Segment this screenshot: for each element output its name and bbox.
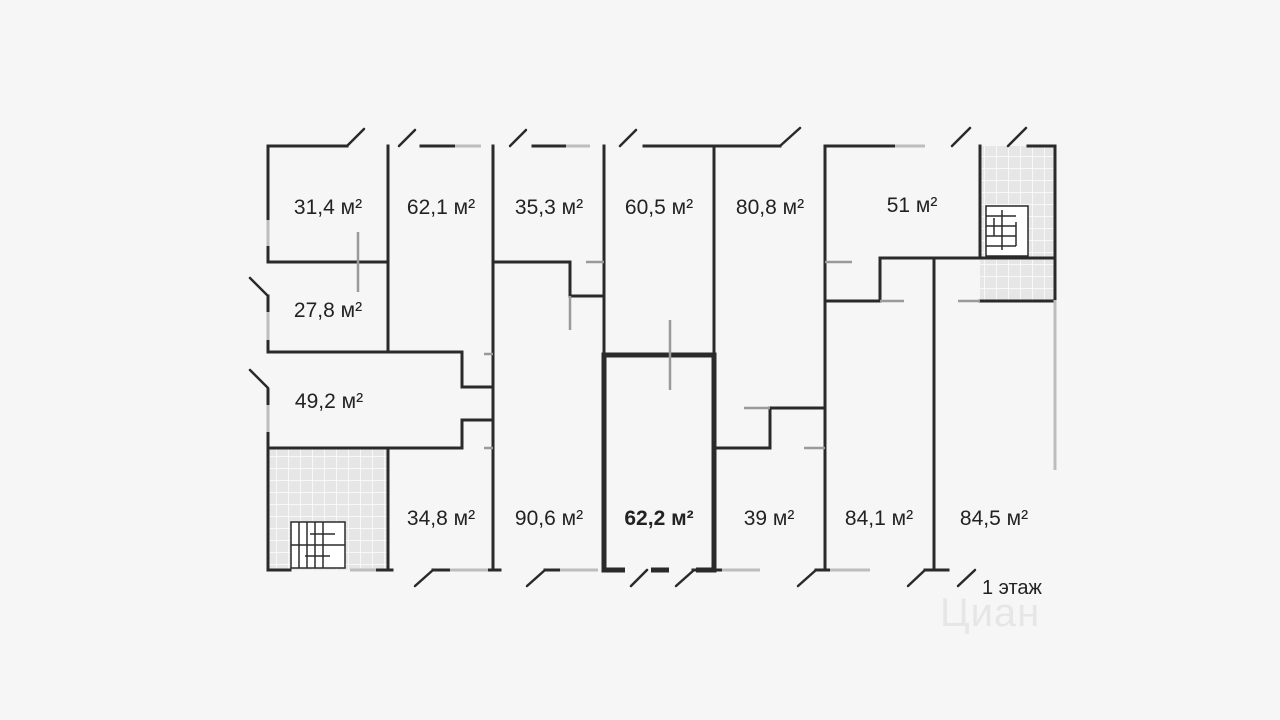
watermark: Циан — [940, 591, 1040, 635]
selected-unit-outline — [601, 352, 717, 573]
stairwell-top-right — [980, 146, 1055, 301]
unit-area-label[interactable]: 84,1 м² — [845, 507, 913, 530]
unit-area-label[interactable]: 90,6 м² — [515, 507, 583, 530]
unit-area-label[interactable]: 31,4 м² — [294, 196, 362, 219]
unit-area-label[interactable]: 27,8 м² — [294, 299, 362, 322]
unit-area-label[interactable]: 49,2 м² — [295, 390, 363, 413]
unit-area-label[interactable]: 62,1 м² — [407, 196, 475, 219]
unit-area-label[interactable]: 35,3 м² — [515, 196, 583, 219]
walls — [266, 144, 1057, 572]
unit-area-label[interactable]: 60,5 м² — [625, 196, 693, 219]
unit-area-label[interactable]: 39 м² — [744, 507, 795, 530]
unit-area-label[interactable]: 80,8 м² — [736, 196, 804, 219]
selected-unit-area-label[interactable]: 62,2 м² — [624, 507, 693, 530]
unit-area-label[interactable]: 34,8 м² — [407, 507, 475, 530]
area-labels: 31,4 м² 62,1 м² 35,3 м² 60,5 м² 80,8 м² … — [294, 194, 1028, 530]
stairwell-bottom-left — [268, 448, 387, 570]
floor-label: 1 этаж — [982, 577, 1043, 599]
unit-area-label[interactable]: 84,5 м² — [960, 507, 1028, 530]
doors — [248, 126, 1028, 588]
unit-area-label[interactable]: 51 м² — [887, 194, 938, 217]
partitions — [356, 232, 980, 450]
windows — [266, 144, 1057, 572]
